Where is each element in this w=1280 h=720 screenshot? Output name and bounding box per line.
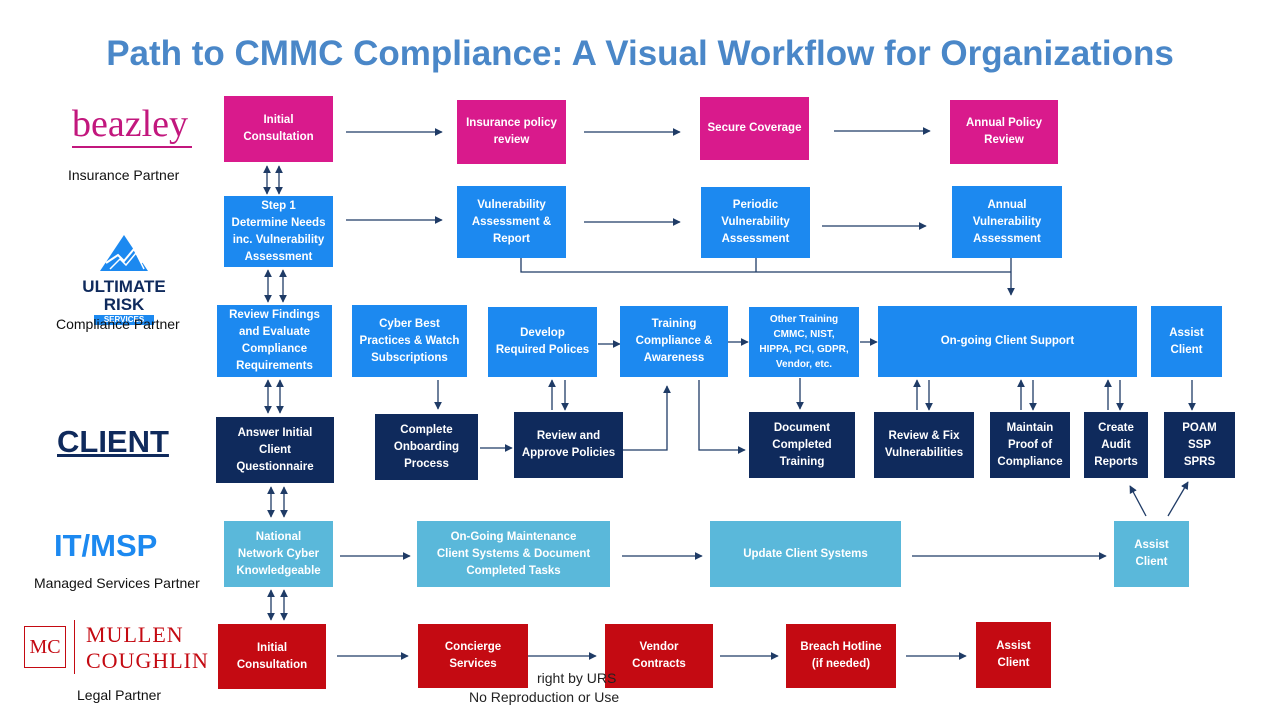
cmp-assist-client: Assist Client: [1151, 306, 1222, 377]
cmp-periodic-vulnerability: Periodic Vulnerability Assessment: [701, 187, 810, 258]
cli-review-approve-policies: Review and Approve Policies: [514, 412, 623, 478]
it-assist-client: Assist Client: [1114, 521, 1189, 587]
leg-assist-client: Assist Client: [976, 622, 1051, 688]
cli-create-audit-reports: Create Audit Reports: [1084, 412, 1148, 478]
ultimate-risk-logo-line1: ULTIMATE RISK: [82, 277, 166, 314]
legal-partner-label: Legal Partner: [77, 687, 162, 703]
mountain-icon: [100, 235, 148, 271]
mullen-logo-line2: COUGHLIN: [86, 648, 209, 673]
it-update-client-systems: Update Client Systems: [710, 521, 901, 587]
cmp-review-findings: Review Findings and Evaluate Compliance …: [217, 305, 332, 377]
leg-initial-consultation: Initial Consultation: [218, 624, 326, 689]
leg-breach-hotline: Breach Hotline (if needed): [786, 624, 896, 688]
ultimate-risk-logo-line2: SERVICES: [94, 315, 154, 325]
cli-complete-onboarding: Complete Onboarding Process: [375, 414, 478, 480]
mullen-logo-line1: MULLEN: [86, 622, 184, 647]
cmp-vulnerability-assessment: Vulnerability Assessment & Report: [457, 186, 566, 258]
it-national-network: National Network Cyber Knowledgeable: [224, 521, 333, 587]
leg-concierge-services: Concierge Services: [418, 624, 528, 688]
copyright-line2: No Reproduction or Use: [469, 689, 620, 705]
ins-policy-review: Insurance policy review: [457, 100, 566, 164]
managed-services-partner-label: Managed Services Partner: [34, 575, 200, 591]
cli-poam-ssp-sprs: POAM SSP SPRS: [1164, 412, 1235, 478]
cmp-develop-policies: Develop Required Polices: [488, 307, 597, 377]
ultimate-risk-logo: ULTIMATE RISK SERVICES: [60, 233, 188, 325]
cmp-other-training: Other Training CMMC, NIST, HIPPA, PCI, G…: [749, 307, 859, 377]
cmp-cyber-best-practices: Cyber Best Practices & Watch Subscriptio…: [352, 305, 467, 377]
leg-vendor-contracts: Vendor Contracts: [605, 624, 713, 688]
beazley-logo-text: beazley: [72, 103, 189, 145]
cli-document-training: Document Completed Training: [749, 412, 855, 478]
cli-answer-questionnaire: Answer Initial Client Questionnaire: [216, 417, 334, 483]
cmp-ongoing-client-support: On-going Client Support: [878, 306, 1137, 377]
cmp-training: Training Compliance & Awareness: [620, 306, 728, 377]
arrow-vuln-bracket: [520, 258, 1011, 273]
mullen-coughlin-logo: MC MULLEN COUGHLIN: [22, 618, 208, 676]
beazley-logo: beazley: [72, 104, 194, 154]
page-title: Path to CMMC Compliance: A Visual Workfl…: [106, 34, 1174, 73]
cmp-step1: Step 1 Determine Needs inc. Vulnerabilit…: [224, 196, 333, 267]
compliance-partner-label: Compliance Partner: [56, 316, 180, 332]
ins-annual-policy-review: Annual Policy Review: [950, 100, 1058, 164]
ins-initial-consultation: Initial Consultation: [224, 96, 333, 162]
cmp-annual-vulnerability: Annual Vulnerability Assessment: [952, 186, 1062, 258]
itmsp-heading: IT/MSP: [54, 528, 158, 563]
copyright-line1: right by URS: [537, 670, 617, 686]
cli-maintain-proof: Maintain Proof of Compliance: [990, 412, 1070, 478]
insurance-partner-label: Insurance Partner: [68, 167, 180, 183]
ins-secure-coverage: Secure Coverage: [700, 97, 809, 160]
client-heading: CLIENT: [57, 424, 169, 459]
it-ongoing-maintenance: On-Going Maintenance Client Systems & Do…: [417, 521, 610, 587]
mc-monogram: MC: [24, 626, 66, 668]
cli-review-fix-vulnerabilities: Review & Fix Vulnerabilities: [874, 412, 974, 478]
